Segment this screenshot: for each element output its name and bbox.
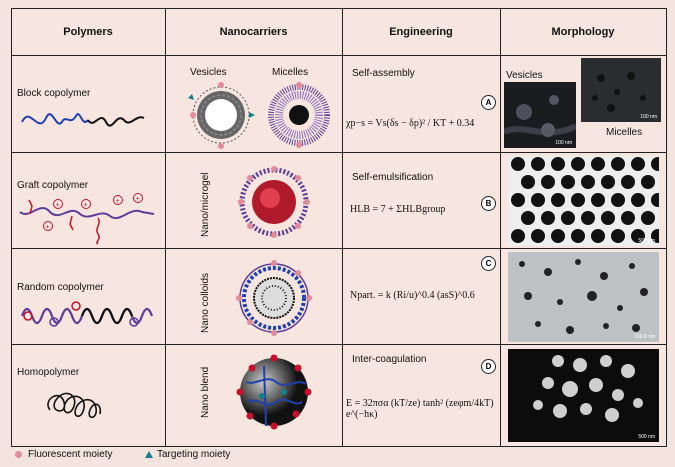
svg-text:+: +: [56, 202, 60, 209]
micrograph-vesicles: 100 nm: [504, 82, 576, 148]
carrier-label-vesicles: Vesicles: [190, 67, 227, 78]
equation-b: HLB = 7 + ΣHLBgroup: [350, 204, 475, 215]
homopolymer-drawing: [40, 380, 120, 430]
fluorescent-moiety-icon: [15, 451, 22, 458]
header-morphology: Morphology: [500, 26, 666, 38]
legend-targeting: Targeting moiety: [157, 449, 230, 460]
micrograph-micelles: 100 nm: [581, 58, 661, 122]
row-divider: [11, 55, 666, 56]
block-copolymer-drawing: [20, 100, 150, 140]
scale-micelles: 100 nm: [640, 114, 657, 120]
nanogel-illustration: [236, 164, 312, 240]
scale-nanocolloids: 100.0 nm: [634, 334, 655, 340]
badge-c: C: [481, 256, 496, 271]
morph-label-vesicles: Vesicles: [506, 70, 543, 81]
equation-a: χp−s = Vs(δs − δp)² / KT + 0.34: [346, 118, 496, 129]
header-polymers: Polymers: [11, 26, 165, 38]
scale-nanoblend: 500 nm: [638, 434, 655, 440]
engineering-self-emulsification: Self-emulsification: [352, 172, 433, 183]
scale-vesicles: 100 nm: [555, 140, 572, 146]
engineering-inter-coagulation: Inter-coagulation: [352, 354, 427, 365]
carrier-label-nanoblend: Nano blend: [200, 367, 211, 418]
svg-text:+: +: [84, 202, 88, 209]
polymer-label-homo: Homopolymer: [17, 367, 79, 378]
svg-text:+: +: [46, 224, 50, 231]
svg-text:+: +: [116, 198, 120, 205]
equation-d: E = 32πσα (kT/ze) tanh² (zeφm/4kT) e^(−h…: [346, 398, 498, 420]
header-nanocarriers: Nanocarriers: [165, 26, 342, 38]
carrier-label-nanogel: Nano/microgel: [200, 173, 211, 237]
row-divider: [11, 152, 666, 153]
badge-a: A: [481, 95, 496, 110]
micrograph-nanocolloids: 100.0 nm: [508, 252, 659, 342]
badge-b: B: [481, 196, 496, 211]
carrier-label-micelles: Micelles: [272, 67, 308, 78]
micelle-illustration: [266, 82, 332, 148]
targeting-moiety-icon: [145, 451, 153, 458]
polymer-label-block: Block copolymer: [17, 88, 90, 99]
carrier-label-nanocolloids: Nano colloids: [200, 273, 211, 333]
col-divider: [165, 8, 166, 446]
svg-text:+: +: [136, 196, 140, 203]
header-engineering: Engineering: [342, 26, 500, 38]
nanoblend-illustration: [234, 352, 314, 432]
row-divider: [11, 248, 666, 249]
badge-d: D: [481, 359, 496, 374]
scale-nanogel: 500 nm: [638, 238, 655, 244]
col-divider: [342, 8, 343, 446]
nanocolloid-illustration: [234, 258, 314, 338]
col-divider: [500, 8, 501, 446]
polymer-label-random: Random copolymer: [17, 282, 104, 293]
equation-c: Npart. = k (Ri/u)^0.4 (asS)^0.6: [350, 290, 495, 301]
micrograph-nanogel: 500 nm: [508, 156, 659, 246]
morph-label-micelles: Micelles: [606, 127, 642, 138]
graft-copolymer-drawing: + + + + +: [18, 190, 158, 245]
random-copolymer-drawing: [18, 296, 158, 336]
row-divider: [11, 344, 666, 345]
vesicle-illustration: [184, 80, 258, 150]
engineering-self-assembly: Self-assembly: [352, 68, 415, 79]
legend-fluorescent: Fluorescent moiety: [28, 449, 112, 460]
micrograph-nanoblend: 500 nm: [508, 349, 659, 442]
